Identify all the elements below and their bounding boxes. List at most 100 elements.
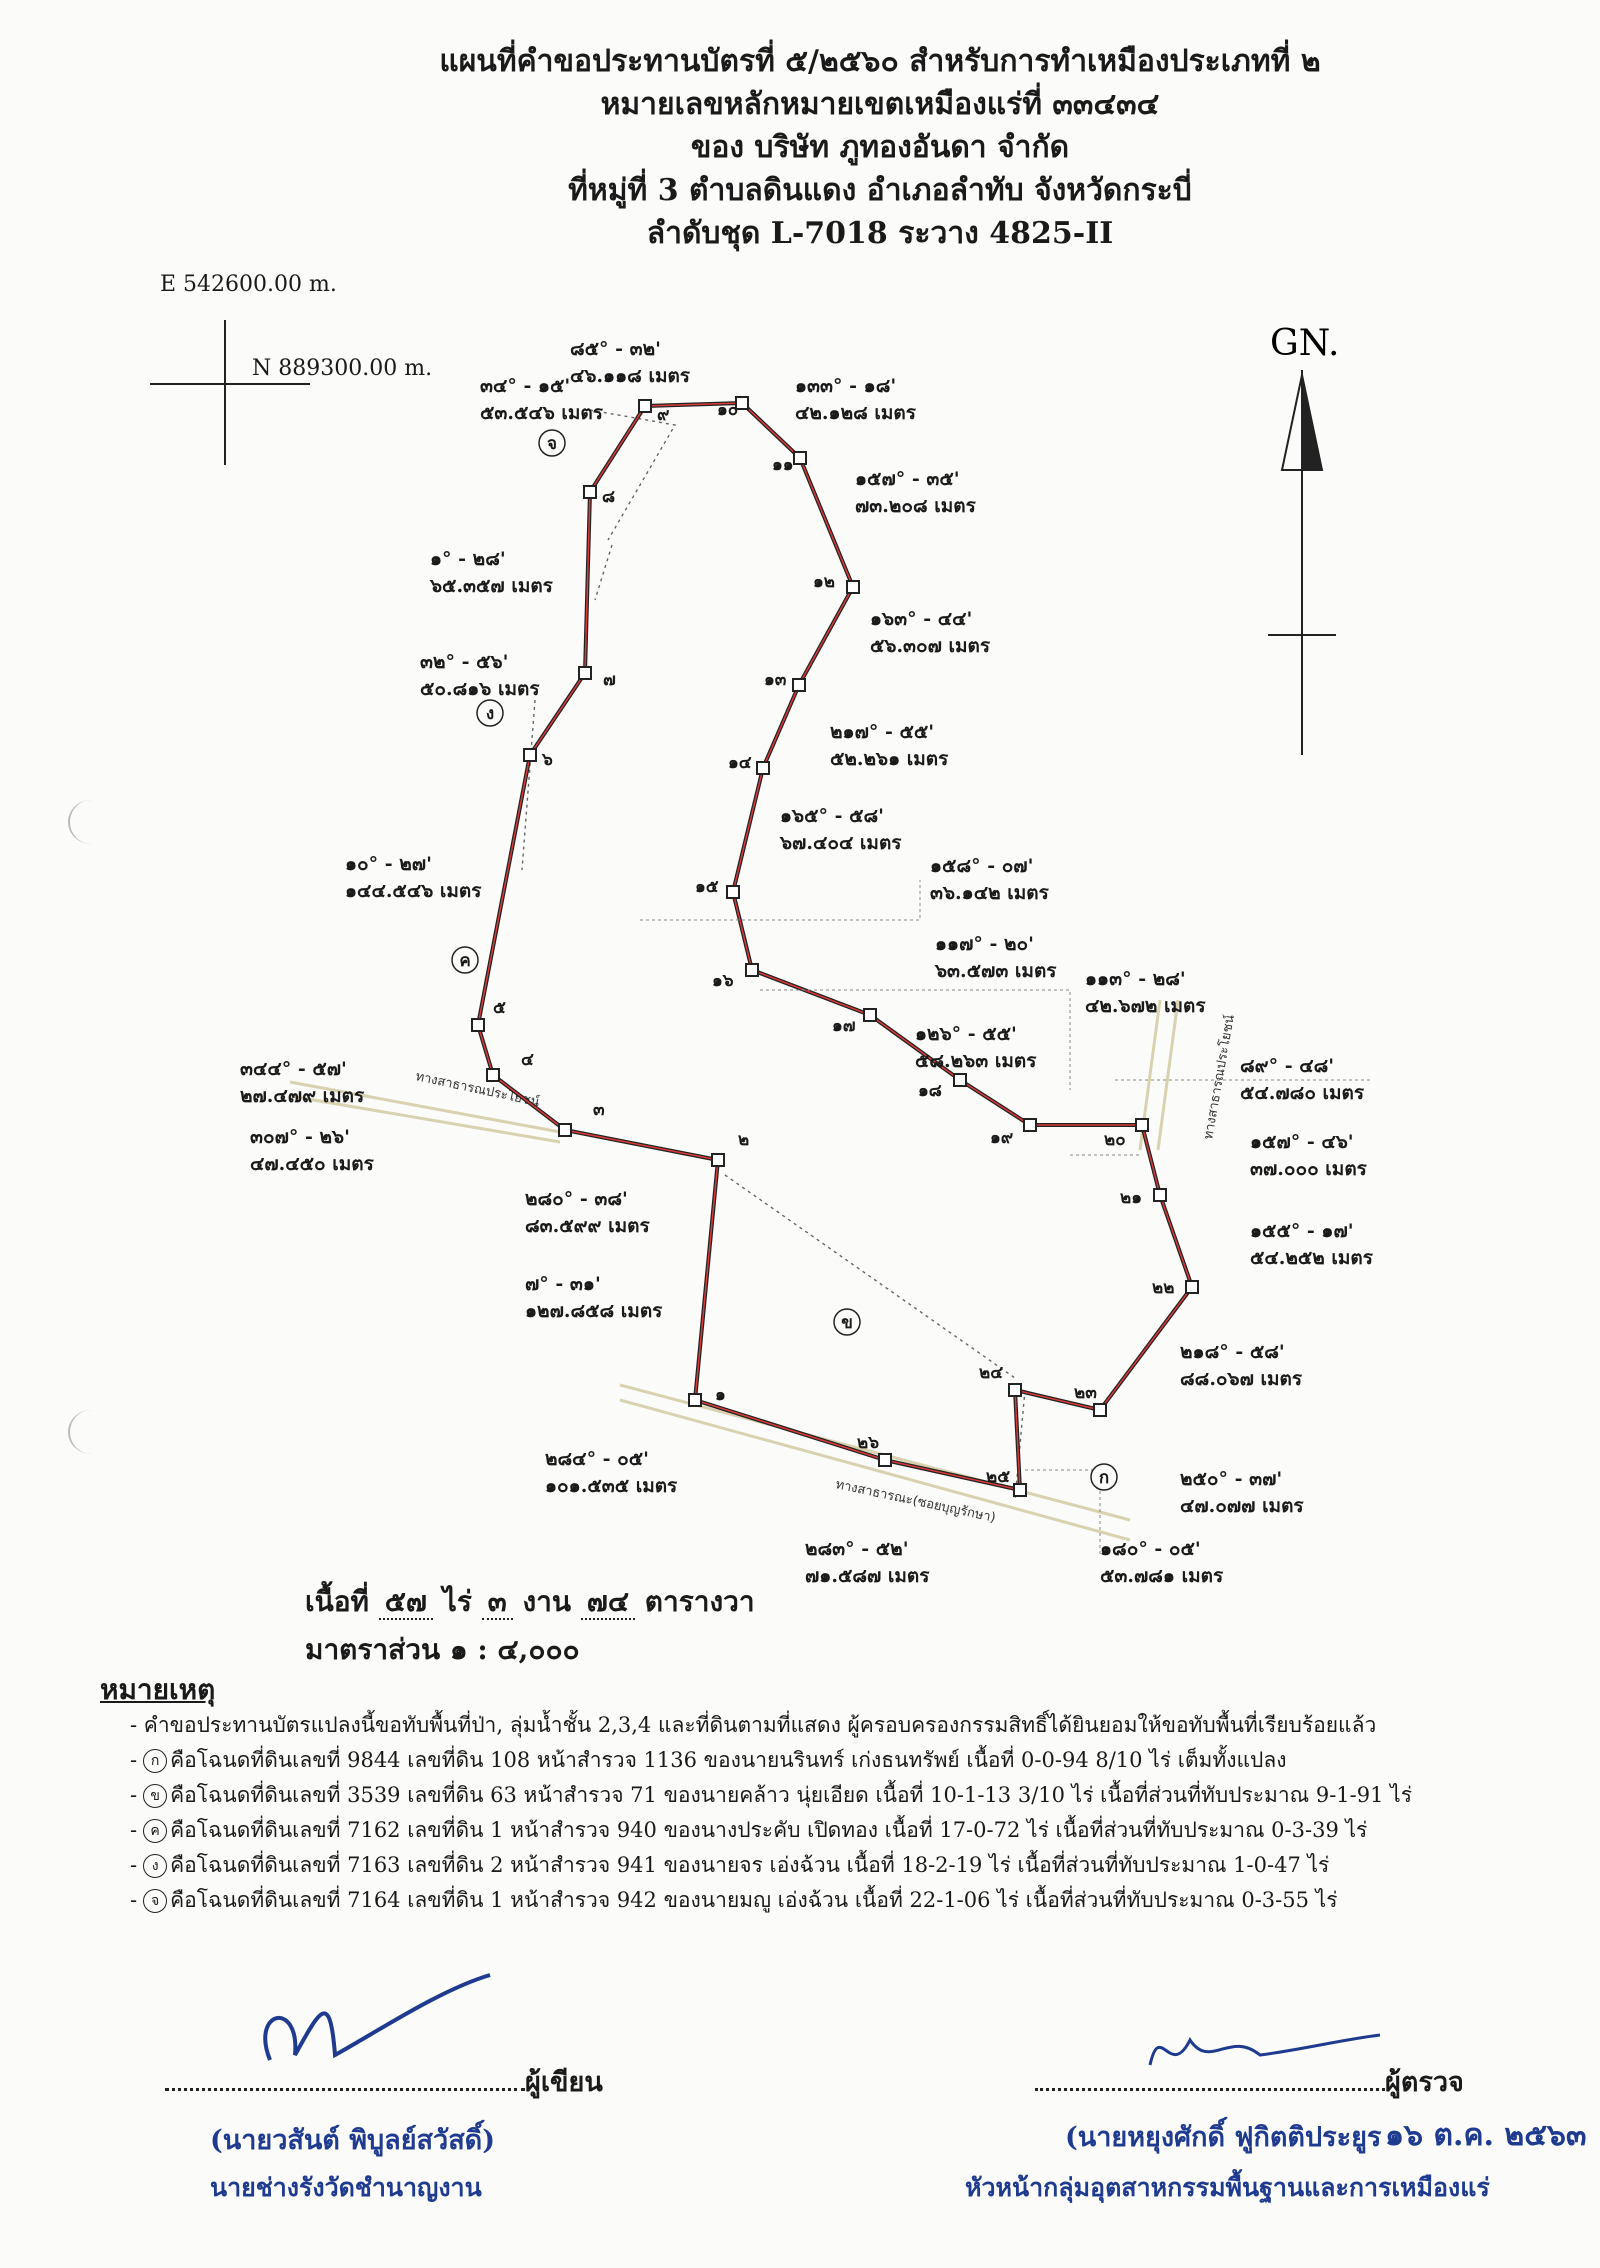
bearing-angle: ๓๔° - ๑๕' [480, 375, 570, 397]
note-item: -จคือโฉนดที่ดินเลขที่ 7164 เลขที่ดิน 1 ห… [130, 1883, 1570, 1918]
road-label-top: ทางสาธารณประโยชน์ [414, 1068, 541, 1110]
writer-title: นายช่างรังวัดชำนาญงาน [210, 2173, 482, 2202]
bearing-angle: ๑๖๓° - ๔๔' [870, 608, 972, 630]
bearing-distance: ๔๒.๑๒๘ เมตร [795, 402, 917, 424]
bearing-distance: ๔๖.๑๑๘ เมตร [570, 365, 691, 387]
bearing-angle: ๑๕๗° - ๓๕' [855, 468, 960, 490]
survey-point-label: ๒๕ [986, 1467, 1010, 1487]
parcel-mark-circle [833, 1308, 861, 1336]
survey-point-marker [756, 761, 770, 775]
note-item: -ขคือโฉนดที่ดินเลขที่ 3539 เลขที่ดิน 63 … [130, 1778, 1570, 1813]
survey-point-marker [953, 1073, 967, 1087]
survey-point-marker [1153, 1188, 1167, 1202]
bearing-angle: ๒๘๓° - ๕๒' [805, 1538, 909, 1560]
bearing-distance: ๕๔.๒๕๒ เมตร [1250, 1247, 1374, 1269]
note-intro: - คำขอประทานบัตรแปลงนี้ขอทับพื้นที่ป่า, … [130, 1713, 1377, 1737]
roads [289, 999, 1180, 1542]
bearing-angle: ๑๘๐° - ๐๕' [1100, 1538, 1201, 1560]
checker-label: ผู้ตรวจ [1385, 2067, 1464, 2098]
survey-point-label: ๒๑ [1120, 1188, 1142, 1208]
bearing-angle: ๒๕๐° - ๓๗' [1180, 1468, 1282, 1490]
survey-point-label: ๒๐ [1104, 1130, 1126, 1150]
bearing-distance: ๔๗.๐๗๗ เมตร [1180, 1495, 1304, 1517]
survey-point-marker [792, 678, 806, 692]
area-rai: ๕๗ [378, 1585, 433, 1620]
road-label-bottom: ทางสาธารณะ(ซอยบุญรักษา) [834, 1477, 997, 1526]
survey-point-label: ๒๓ [1074, 1383, 1097, 1403]
parcel-mark-label: ค [459, 951, 470, 971]
survey-point-marker [846, 580, 860, 594]
map-scale: มาตราส่วน ๑ : ๔,๐๐๐ [305, 1633, 580, 1666]
bearing-angle: ๑๑๗° - ๒๐' [935, 933, 1034, 955]
bearing-distance: ๘๓.๕๙๙ เมตร [525, 1215, 650, 1237]
bearing-distance: ๔๒.๖๗๒ เมตร [1085, 995, 1206, 1017]
parcel-mark: ง [143, 1853, 168, 1878]
survey-point-marker [863, 1008, 877, 1022]
bearing-angle: ๒๑๘° - ๕๘' [1180, 1341, 1285, 1363]
checker-date: ๑๖ ต.ค. ๒๕๖๓ [1385, 2118, 1587, 2153]
parcel-mark: จ [143, 1888, 168, 1913]
bearing-distance: ๗๓.๒๐๘ เมตร [855, 495, 977, 517]
bearing-distance: ๕๐.๘๑๖ เมตร [420, 678, 540, 700]
parcel-division-lines [521, 409, 1026, 1501]
survey-point-marker [578, 666, 592, 680]
bearing-angle: ๑๒๖° - ๕๕' [915, 1023, 1017, 1045]
area-ngan: ๓ [481, 1585, 513, 1620]
parcel-mark-circle [538, 429, 566, 457]
bearing-distance: ๑๐๑.๕๓๕ เมตร [545, 1475, 678, 1497]
bearing-distance: ๕๘.๒๖๓ เมตร [915, 1050, 1037, 1072]
signature-line [165, 2088, 525, 2091]
bearing-distance: ๕๔.๗๘๐ เมตร [1240, 1082, 1365, 1104]
road-label-right: ทางสาธารณประโยชน์ [1200, 1013, 1238, 1140]
parcel-mark-circle [1090, 1463, 1118, 1491]
survey-points: ๑๒๓๔๕๖๗๘๙๑๐๑๑๑๒๑๓๑๔๑๕๑๖๑๗๑๘๑๙๒๐๒๑๒๒๒๓๒๔๒… [471, 396, 1199, 1497]
bearing-angle: ๑๐° - ๒๗' [345, 853, 432, 875]
note-text: คือโฉนดที่ดินเลขที่ 7163 เลขที่ดิน 2 หน้… [170, 1853, 1330, 1877]
parcel-mark-label: ข [841, 1313, 853, 1333]
writer-name: (นายวสันต์ พิบูลย์สวัสดิ์) [210, 2125, 495, 2156]
survey-point-marker [1135, 1118, 1149, 1132]
survey-point-label: ๑๖ [712, 971, 734, 991]
bearing-distance: ๑๒๗.๘๕๘ เมตร [525, 1300, 663, 1322]
bearing-angle: ๒๘๔° - ๐๕' [545, 1448, 649, 1470]
note-item: -งคือโฉนดที่ดินเลขที่ 7163 เลขที่ดิน 2 ห… [130, 1848, 1570, 1883]
survey-point-marker [1008, 1383, 1022, 1397]
bearing-distance: ๔๗.๔๕๐ เมตร [250, 1153, 375, 1175]
area-wa: ๗๔ [580, 1585, 636, 1620]
title-line: ของ บริษัท ภูทองอันดา จำกัด [690, 130, 1070, 165]
survey-point-label: ๘ [602, 487, 615, 507]
bearing-distance: ๕๓.๗๘๑ เมตร [1100, 1565, 1224, 1587]
bearing-distance: ๕๓.๕๔๖ เมตร [480, 402, 604, 424]
note-text: คือโฉนดที่ดินเลขที่ 3539 เลขที่ดิน 63 หน… [170, 1783, 1412, 1807]
area-summary: เนื้อที่ ๕๗ ไร่ ๓ งาน ๗๔ ตารางวา [305, 1580, 755, 1624]
bearing-distance: ๕๒.๒๖๑ เมตร [830, 748, 949, 770]
checker-title: หัวหน้ากลุ่มอุตสาหกรรมพื้นฐานและการเหมือ… [965, 2173, 1490, 2202]
bearing-distance: ๑๔๔.๕๔๖ เมตร [345, 880, 482, 902]
parcel-mark-circle [476, 699, 504, 727]
survey-point-label: ๙ [657, 405, 669, 425]
note-text: คือโฉนดที่ดินเลขที่ 9844 เลขที่ดิน 108 ห… [170, 1748, 1287, 1772]
north-label: GN. [1270, 323, 1339, 364]
notes-section: - คำขอประทานบัตรแปลงนี้ขอทับพื้นที่ป่า, … [130, 1708, 1570, 1918]
bearing-angle: ๑๕๗° - ๔๖' [1250, 1131, 1354, 1153]
parcel-mark: ก [143, 1748, 168, 1773]
survey-point-label: ๑๗ [832, 1016, 856, 1036]
survey-point-label: ๑๐ [717, 400, 738, 420]
survey-point-label: ๑ [715, 1385, 726, 1405]
bearing-distance: ๓๗.๐๐๐ เมตร [1250, 1158, 1368, 1180]
parcel-mark-label: ก [1099, 1468, 1109, 1488]
survey-point-marker [638, 399, 652, 413]
survey-point-marker [711, 1153, 725, 1167]
map-title: แผนที่คำขอประทานบัตรที่ ๕/๒๕๖๐ สำหรับการ… [0, 40, 1600, 255]
bearing-angle: ๑๕๘° - ๐๗' [930, 855, 1033, 877]
bearing-angle: ๓๔๔° - ๕๗' [240, 1058, 347, 1080]
bearing-angle: ๘๕° - ๓๒' [570, 338, 661, 360]
writer-label: ผู้เขียน [525, 2067, 603, 2098]
title-line: หมายเลขหลักหมายเขตเหมืองแร่ที่ ๓๓๔๓๔ [600, 87, 1160, 122]
bearing-angle: ๓๒° - ๕๖' [420, 651, 508, 673]
survey-point-label: ๑๓ [764, 670, 787, 690]
note-item: -คคือโฉนดที่ดินเลขที่ 7162 เลขที่ดิน 1 ห… [130, 1813, 1570, 1848]
bearing-angle: ๑° - ๒๘' [430, 548, 506, 570]
survey-point-marker [735, 396, 749, 410]
